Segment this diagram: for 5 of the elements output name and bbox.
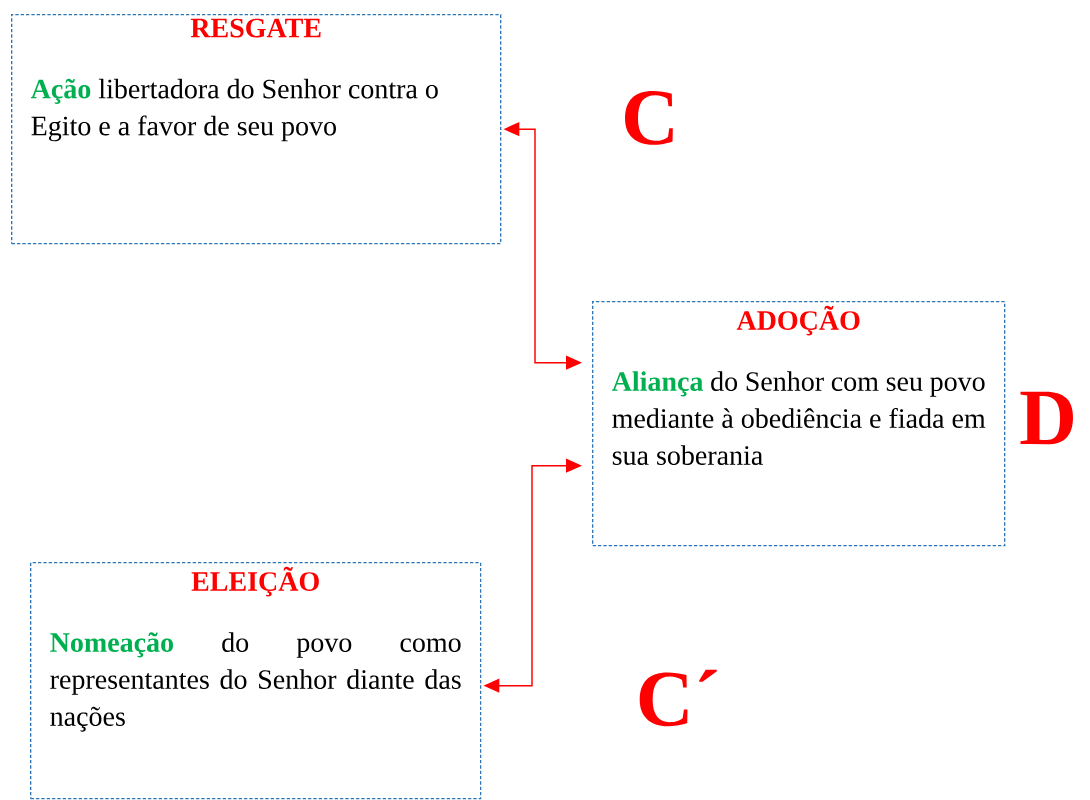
text-box: ELEIÇÃO Nomeação do povo como representantes do Senhor diante das nações (30, 562, 482, 800)
text-box: RESGATE Ação libertadora do Senhor contra o Egito e a favor de seu povo (11, 14, 502, 245)
section-letter: C´ (639, 669, 717, 727)
text-box: ADOÇÃO Aliança do Senhor com seu povo mediante à obediência e fiada em sua soberania (592, 301, 1006, 547)
section-letter: C (625, 91, 673, 145)
